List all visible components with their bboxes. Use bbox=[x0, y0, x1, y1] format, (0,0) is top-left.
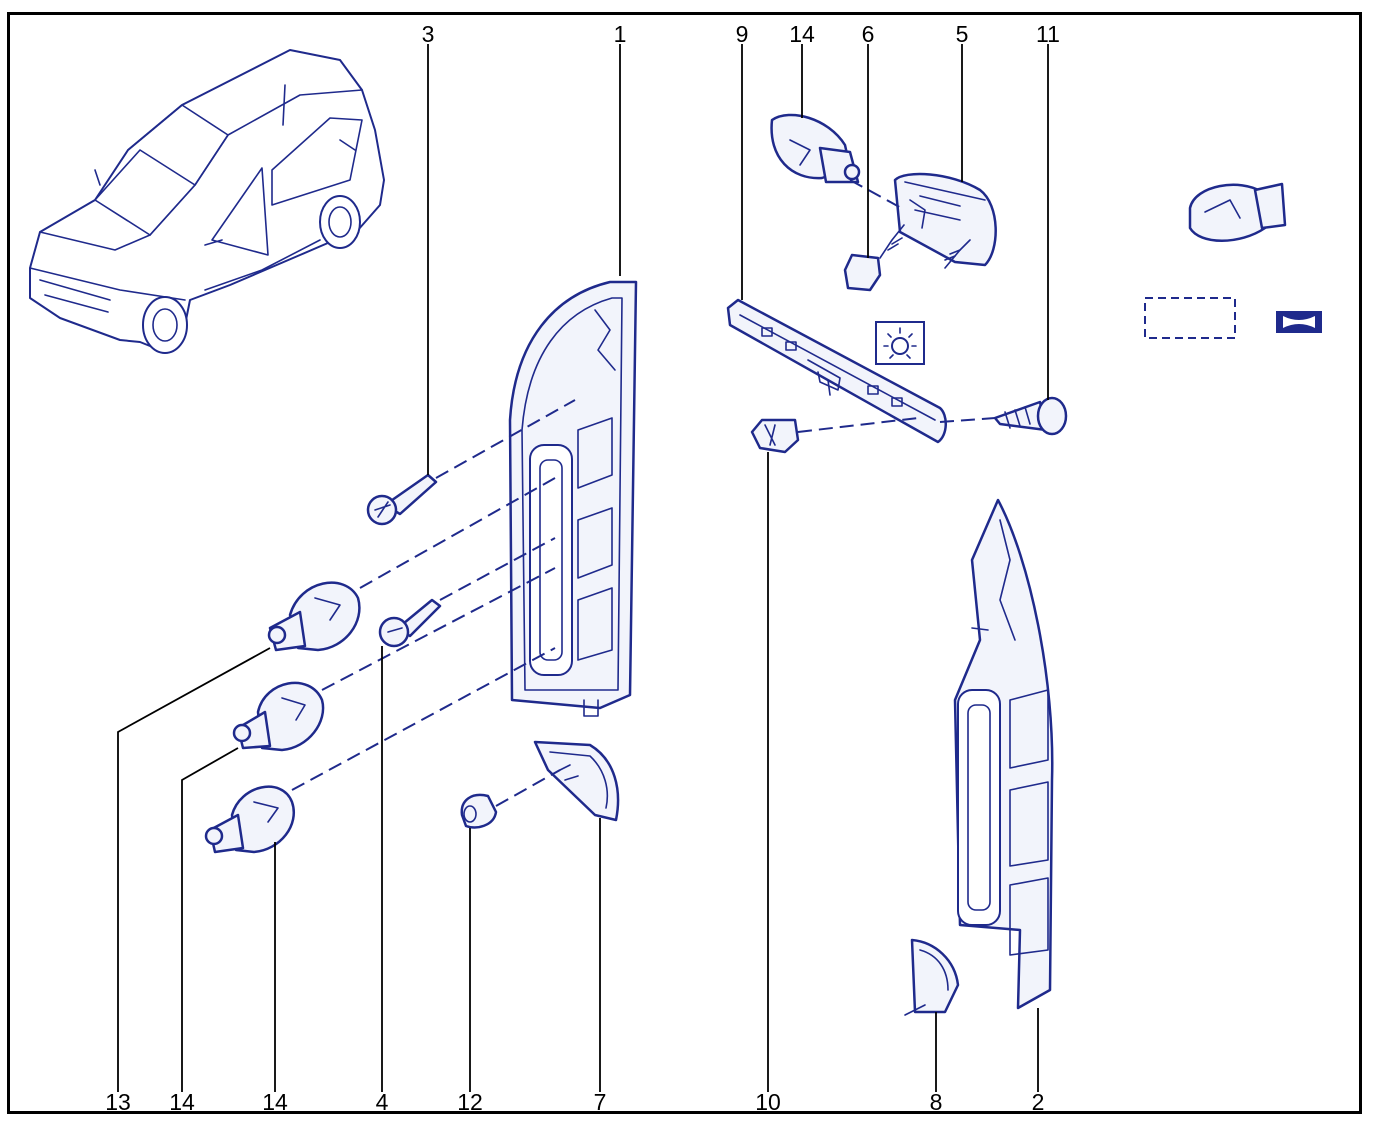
van-illustration bbox=[29, 49, 385, 354]
licence-plate-lamp-5 bbox=[893, 172, 997, 267]
callout-10: 10 bbox=[755, 1089, 781, 1115]
bulb-14-middle bbox=[232, 681, 325, 752]
bulb-reference bbox=[1188, 182, 1287, 242]
dashed-placeholder-box bbox=[1144, 297, 1236, 339]
callout-1: 1 bbox=[614, 21, 627, 47]
assembly-lines bbox=[291, 179, 996, 807]
callout-labels: 3 1 9 14 6 5 11 13 14 14 4 12 7 10 8 2 bbox=[105, 21, 1060, 1115]
screw-5-lower bbox=[944, 239, 971, 269]
callout-9: 9 bbox=[736, 21, 749, 47]
callout-5: 5 bbox=[956, 21, 969, 47]
rear-lamp-right bbox=[953, 498, 1054, 1010]
bulb-14-top bbox=[770, 113, 861, 184]
bulb-13 bbox=[267, 581, 361, 652]
leader-lines bbox=[117, 44, 1049, 1092]
callout-6: 6 bbox=[862, 21, 875, 47]
callout-2: 2 bbox=[1032, 1089, 1045, 1115]
rear-lamp-left bbox=[508, 280, 638, 717]
callout-11: 11 bbox=[1036, 21, 1060, 47]
callout-12: 12 bbox=[457, 1089, 483, 1115]
light-bulb-icon bbox=[875, 321, 925, 365]
callout-3: 3 bbox=[422, 21, 435, 47]
callout-7: 7 bbox=[594, 1089, 607, 1115]
nut-12 bbox=[460, 793, 498, 829]
callout-14-lower: 14 bbox=[262, 1089, 288, 1115]
connector-icon bbox=[1276, 311, 1322, 333]
push-clip-10 bbox=[750, 418, 800, 454]
callout-8: 8 bbox=[930, 1089, 943, 1115]
screw-3 bbox=[366, 473, 438, 526]
callout-14-top: 14 bbox=[789, 21, 815, 47]
high-stop-lamp-9 bbox=[726, 298, 947, 444]
reflector-7 bbox=[533, 740, 620, 822]
bulb-holder-6 bbox=[843, 224, 905, 292]
callout-13: 13 bbox=[105, 1089, 131, 1115]
reflector-8 bbox=[904, 938, 960, 1016]
screw-11 bbox=[993, 396, 1068, 436]
bulb-14-lower bbox=[204, 785, 295, 854]
callout-14-middle: 14 bbox=[169, 1089, 195, 1115]
callout-4: 4 bbox=[376, 1089, 389, 1115]
screw-4 bbox=[378, 598, 442, 648]
